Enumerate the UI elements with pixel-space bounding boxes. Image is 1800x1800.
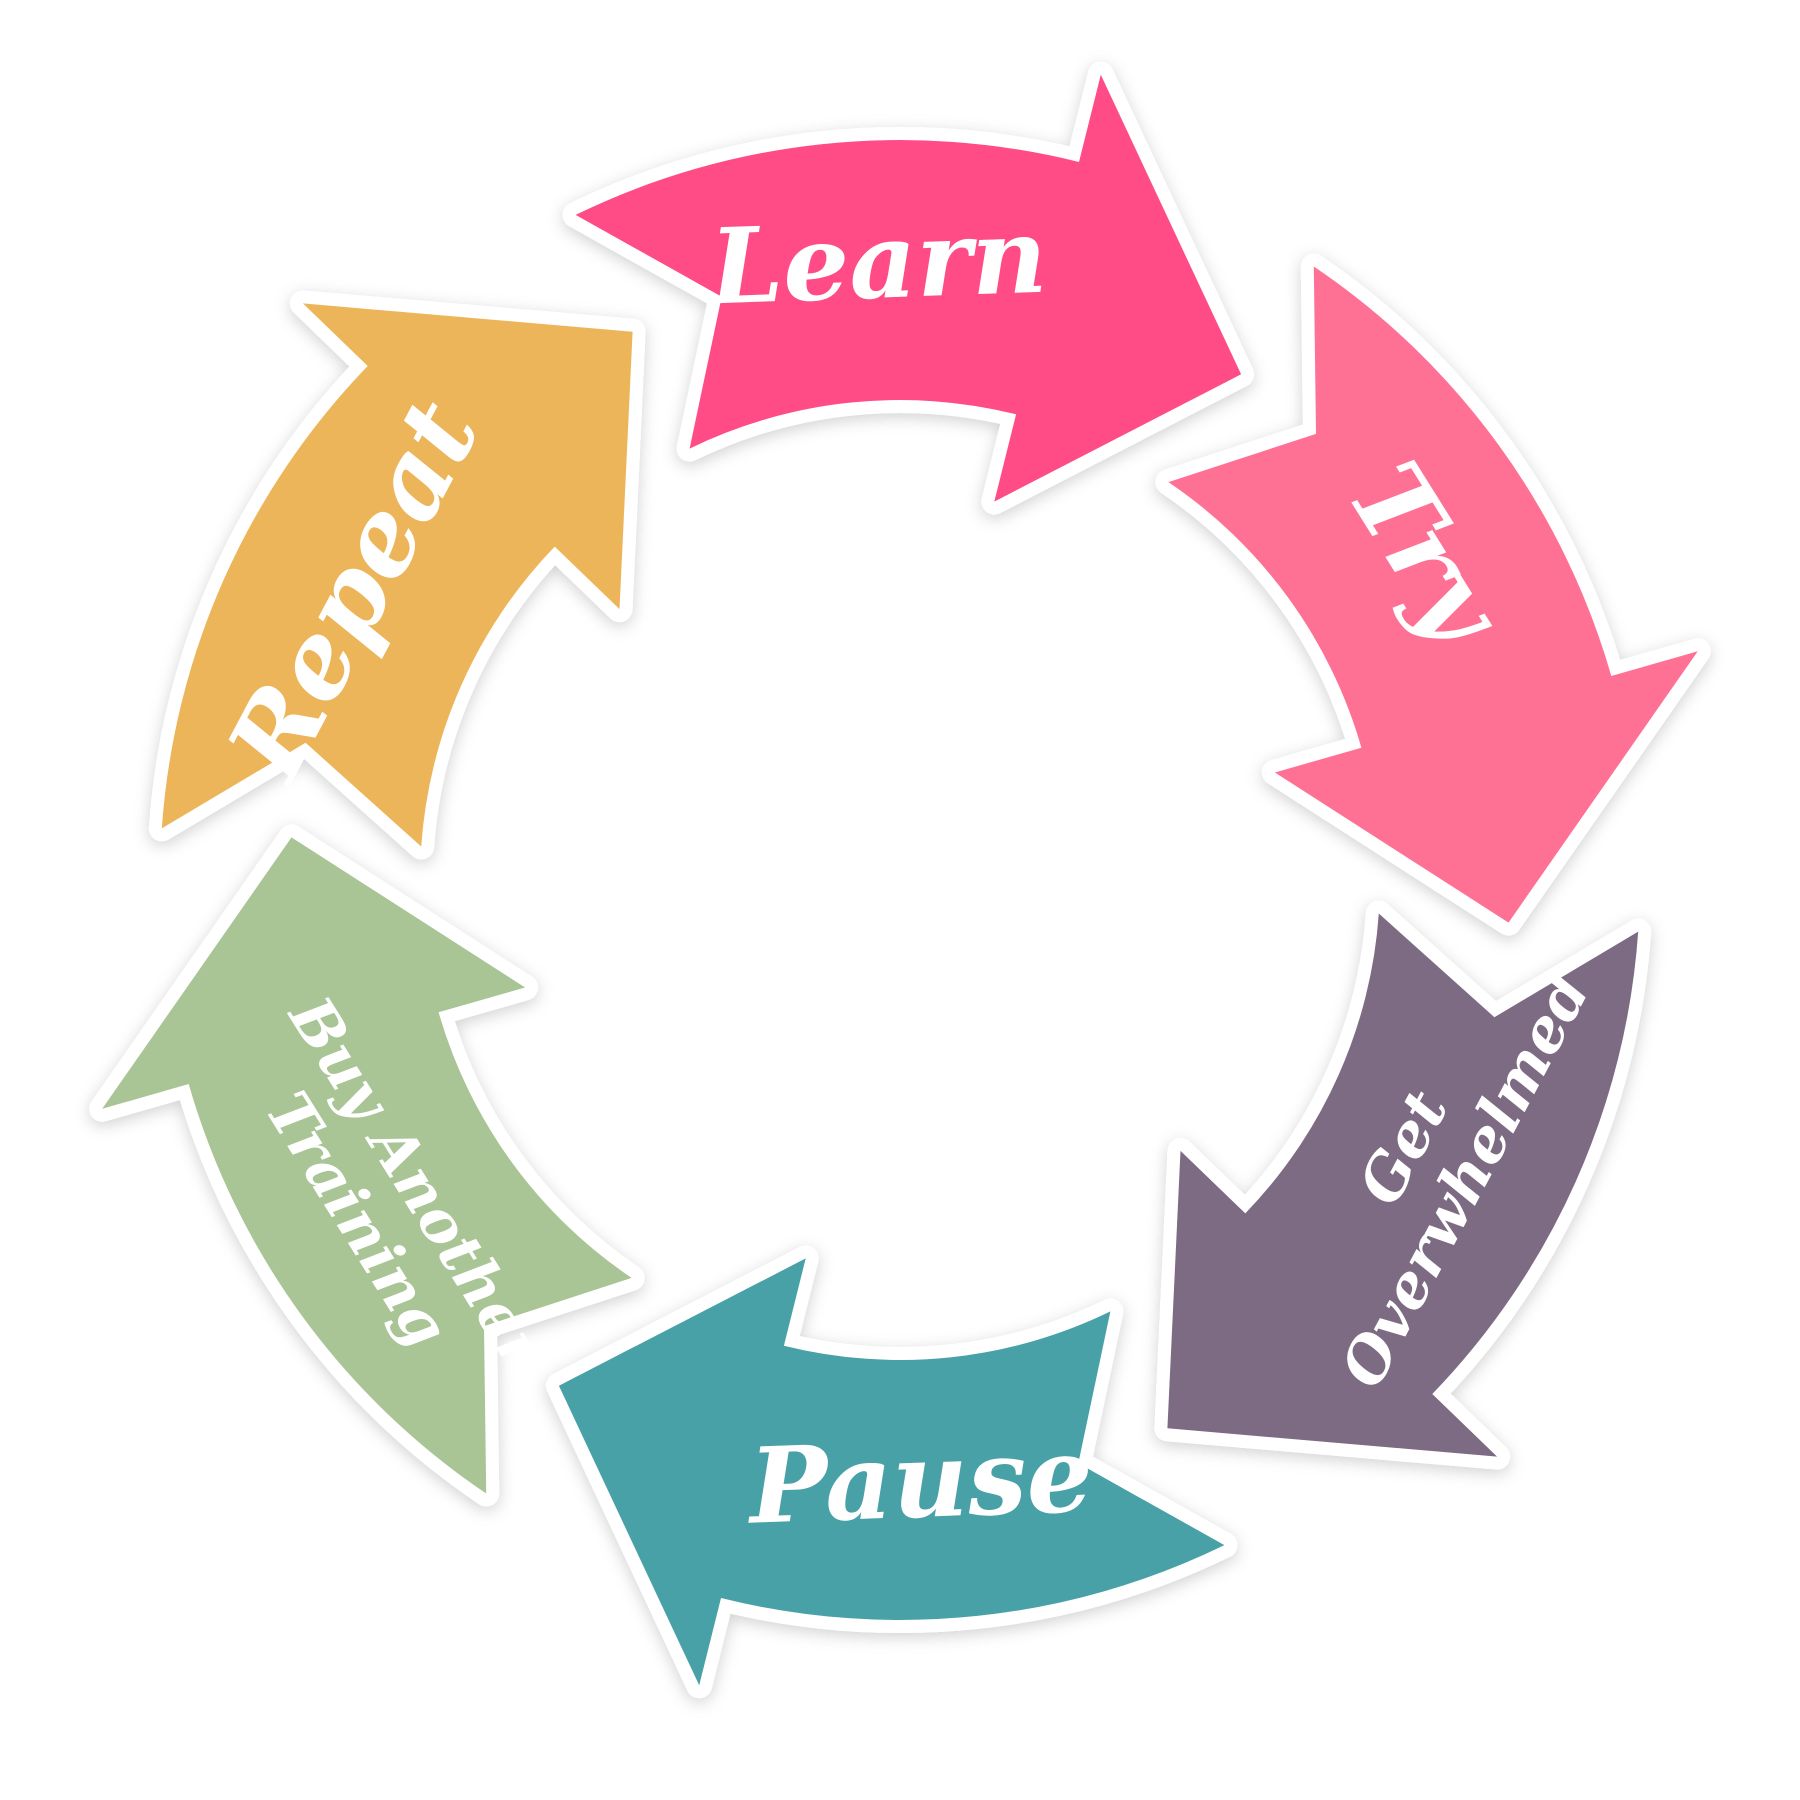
cycle-segments xyxy=(89,61,1711,1699)
label-pause-line-0: Pause xyxy=(744,1413,1094,1548)
arrow-overwhelmed xyxy=(1167,913,1639,1457)
label-group-pause: Pause xyxy=(744,1413,1094,1548)
arrow-repeat xyxy=(161,303,633,847)
arrow-learn xyxy=(575,74,1242,502)
arrow-try xyxy=(1168,266,1698,923)
arrow-pause xyxy=(558,1258,1225,1686)
label-learn-line-0: Learn xyxy=(705,194,1049,329)
label-group-learn: Learn xyxy=(705,194,1049,329)
arrow-buy xyxy=(102,837,632,1494)
